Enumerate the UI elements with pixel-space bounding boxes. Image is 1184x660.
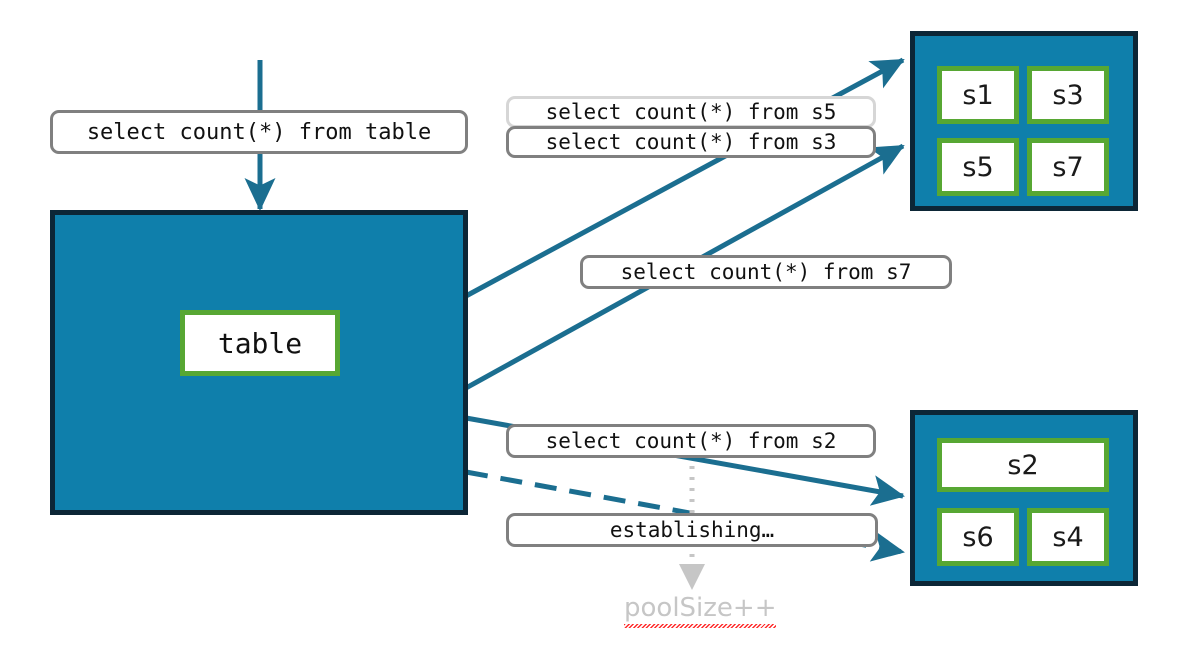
server-node-s5: s5: [937, 138, 1019, 196]
spellcheck-underline: [624, 624, 777, 628]
server-node-s2: s2: [937, 438, 1109, 492]
label-select-s7: select count(*) from s7: [580, 255, 952, 289]
query-entry-label: select count(*) from table: [50, 110, 468, 154]
label-select-s3: select count(*) from s3: [506, 126, 876, 158]
server-node-s3: s3: [1027, 66, 1109, 124]
table-node: table: [180, 310, 340, 376]
poolsize-text: poolSize++: [624, 593, 777, 628]
label-select-s2: select count(*) from s2: [506, 424, 876, 458]
poolsize-label: poolSize++: [624, 593, 777, 623]
label-establishing: establishing…: [506, 513, 878, 547]
server-node-s1: s1: [937, 66, 1019, 124]
server-node-s6: s6: [937, 508, 1019, 566]
label-select-s5: select count(*) from s5: [506, 96, 876, 128]
server-node-s7: s7: [1027, 138, 1109, 196]
server-node-s4: s4: [1027, 508, 1109, 566]
